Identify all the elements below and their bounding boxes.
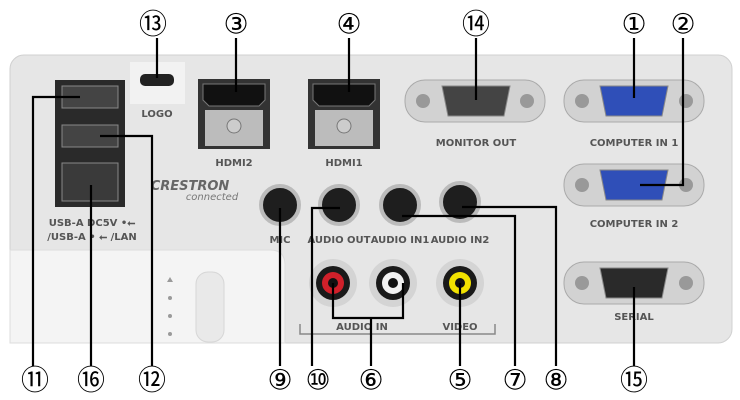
callout-15: ⑮ bbox=[620, 364, 648, 397]
monitor-out-port[interactable] bbox=[404, 79, 546, 123]
callout-14: ⑭ bbox=[462, 8, 490, 41]
audio-in-label: AUDIO IN bbox=[336, 322, 388, 333]
callout-16: ⑯ bbox=[77, 364, 105, 397]
callout-3: ③ bbox=[223, 8, 248, 41]
crestron-logo: CRESTRON bbox=[151, 179, 230, 194]
hdmi1-port[interactable] bbox=[308, 79, 380, 149]
callout-12: ⑫ bbox=[138, 364, 166, 397]
callout-4: ④ bbox=[336, 8, 361, 41]
audio-out-jack[interactable] bbox=[318, 184, 360, 226]
panel-lower-section bbox=[9, 249, 286, 344]
computer-in-2-label: COMPUTER IN 2 bbox=[590, 219, 679, 230]
callout-10: ⑩ bbox=[305, 364, 330, 397]
monitor-out-label: MONITOR OUT bbox=[436, 138, 517, 149]
slider-slot bbox=[195, 271, 225, 343]
callout-6: ⑥ bbox=[358, 364, 383, 397]
indicator-dots bbox=[167, 277, 173, 336]
audio-in1-label: AUDIO IN1 bbox=[371, 235, 430, 246]
computer-in-1-label: COMPUTER IN 1 bbox=[590, 138, 679, 149]
audio-in2-label: AUDIO IN2 bbox=[431, 235, 490, 246]
callout-9: ⑨ bbox=[267, 364, 292, 397]
computer-in-1-port[interactable] bbox=[563, 79, 705, 123]
hdmi2-port[interactable] bbox=[198, 79, 270, 149]
callout-8: ⑧ bbox=[543, 364, 568, 397]
callout-11: ⑪ bbox=[21, 364, 49, 397]
micro-usb-logo-port[interactable] bbox=[140, 74, 174, 86]
callout-5: ⑤ bbox=[447, 364, 472, 397]
callout-13: ⑬ bbox=[139, 8, 167, 41]
audio-in2-jack[interactable] bbox=[439, 181, 481, 223]
hdmi1-label: HDMI1 bbox=[325, 158, 362, 169]
audio-out-label: AUDIO OUT bbox=[308, 235, 371, 246]
callout-7: ⑦ bbox=[502, 364, 527, 397]
logo-label: LOGO bbox=[141, 109, 172, 120]
serial-port[interactable] bbox=[563, 261, 705, 305]
computer-in-2-port[interactable] bbox=[563, 163, 705, 207]
callout-2: ② bbox=[670, 8, 695, 41]
rca-bracket bbox=[299, 324, 496, 335]
leader-lines bbox=[31, 38, 685, 366]
hdmi2-label: HDMI2 bbox=[215, 158, 252, 169]
rca-audio-in-right[interactable] bbox=[369, 259, 417, 307]
audio-in1-jack[interactable] bbox=[379, 184, 421, 226]
crestron-connected-text: connected bbox=[186, 192, 239, 203]
callout-1: ① bbox=[621, 8, 646, 41]
